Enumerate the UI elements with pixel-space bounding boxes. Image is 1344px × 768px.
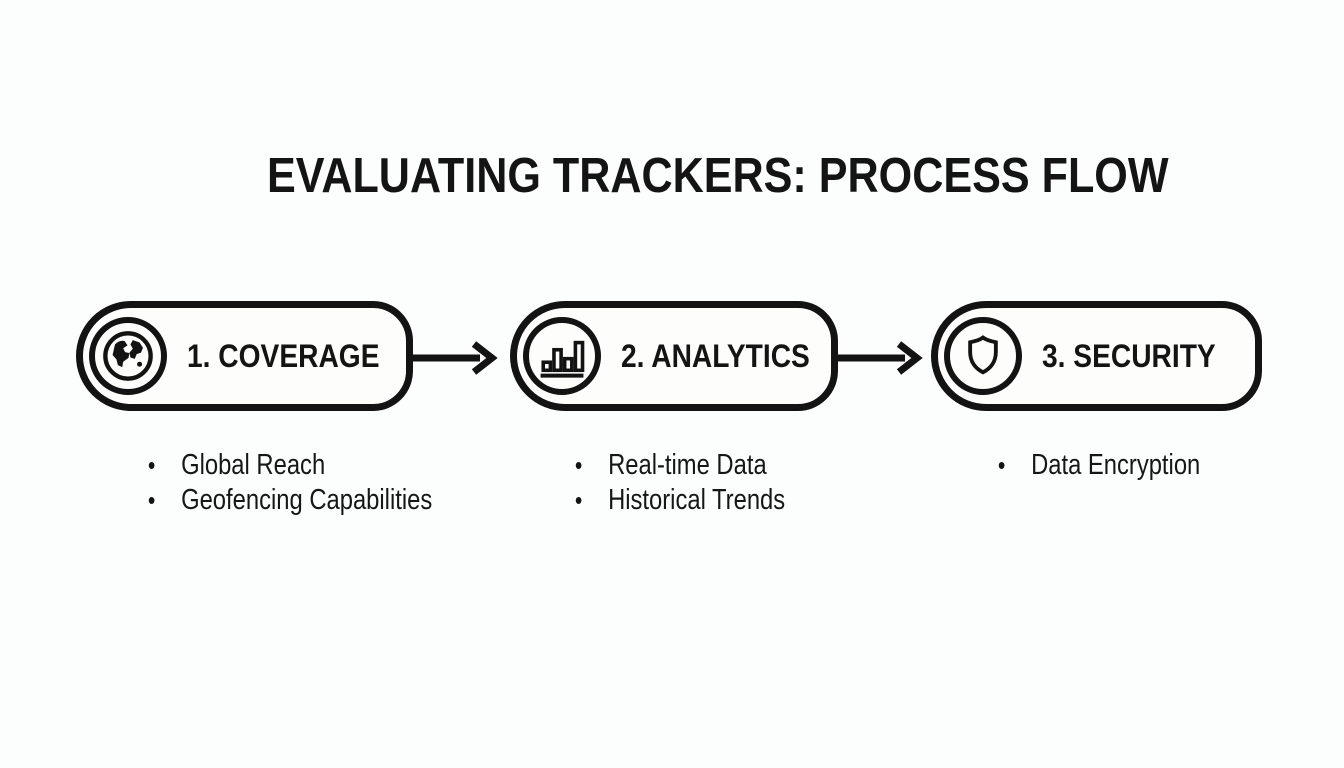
bullet-icon: • xyxy=(997,450,1006,480)
list-item: • Historical Trends xyxy=(572,483,785,518)
bullet-icon: • xyxy=(574,450,583,480)
analytics-feature-list: • Real-time Data • Historical Trends xyxy=(572,448,785,518)
shield-icon xyxy=(944,317,1022,395)
bullet-icon: • xyxy=(147,450,156,480)
list-item-label: Historical Trends xyxy=(608,484,786,516)
step-label: 2. ANALYTICS xyxy=(621,337,810,374)
security-feature-list: • Data Encryption xyxy=(995,448,1200,483)
arrow-right-icon xyxy=(412,341,498,375)
globe-icon xyxy=(89,317,167,395)
step-label: 3. SECURITY xyxy=(1042,337,1216,374)
step-box-analytics: 2. ANALYTICS xyxy=(510,301,838,411)
step-label: 1. COVERAGE xyxy=(187,337,380,374)
step-box-coverage: 1. COVERAGE xyxy=(76,301,413,411)
bar-chart-icon xyxy=(523,317,601,395)
arrow-right-icon xyxy=(837,341,923,375)
list-item: • Real-time Data xyxy=(572,448,785,483)
list-item-label: Data Encryption xyxy=(1031,449,1201,481)
list-item-label: Real-time Data xyxy=(608,449,767,481)
list-item: • Global Reach xyxy=(145,448,432,483)
list-item: • Data Encryption xyxy=(995,448,1200,483)
step-box-security: 3. SECURITY xyxy=(931,301,1262,411)
bullet-icon: • xyxy=(147,485,156,515)
list-item-label: Global Reach xyxy=(181,449,326,481)
list-item-label: Geofencing Capabilities xyxy=(181,484,433,516)
page-title: EVALUATING TRACKERS: PROCESS FLOW xyxy=(267,149,1169,203)
coverage-feature-list: • Global Reach • Geofencing Capabilities xyxy=(145,448,432,518)
bullet-icon: • xyxy=(574,485,583,515)
list-item: • Geofencing Capabilities xyxy=(145,483,432,518)
